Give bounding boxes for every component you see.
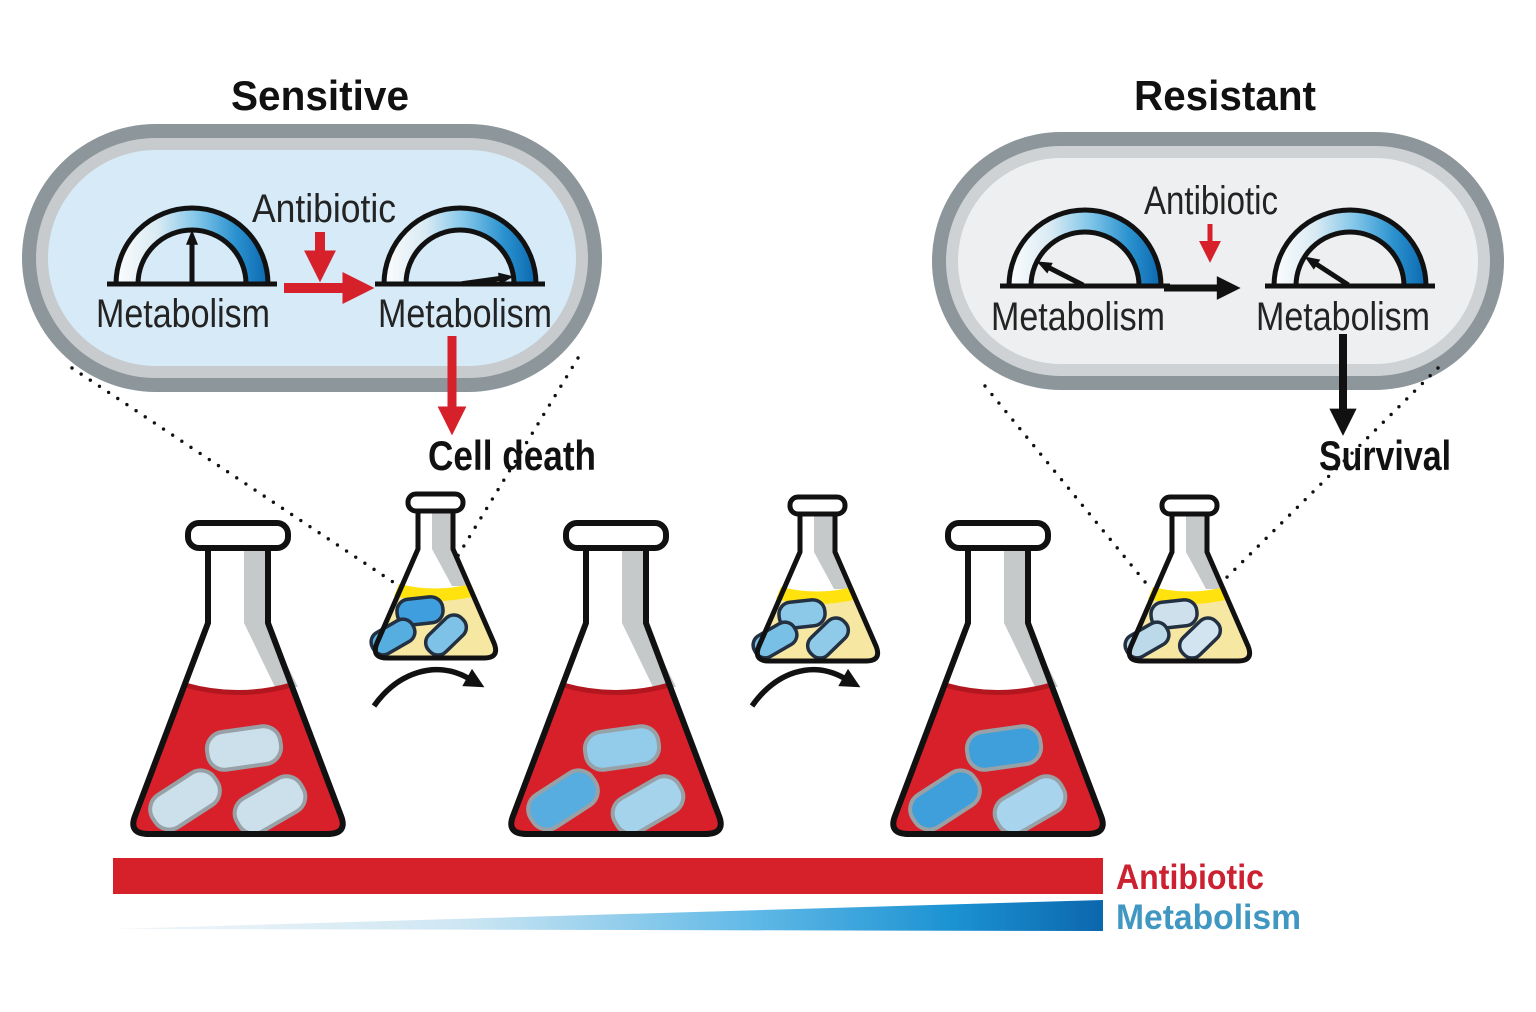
small-flask-2 <box>751 494 881 664</box>
metabolism-gauge-high <box>107 205 277 287</box>
flask-lip <box>787 494 848 517</box>
flask-lip <box>185 520 291 551</box>
bacterium <box>610 774 686 836</box>
bacterium <box>1177 616 1223 660</box>
liquid-surface <box>562 682 670 695</box>
gauge-needle <box>461 272 514 287</box>
bacterium <box>582 724 662 772</box>
gauge-label: Metabolism <box>991 295 1165 339</box>
resistant-title: Resistant <box>1134 72 1316 119</box>
gauge-label: Metabolism <box>378 292 552 336</box>
callout-dotted-lines <box>70 356 1440 594</box>
sensitive-title: Sensitive <box>231 72 409 119</box>
flask-outline <box>1126 510 1253 664</box>
flask-outline <box>372 507 499 661</box>
gauge-dial <box>1006 207 1164 289</box>
flask-lip <box>1159 494 1220 517</box>
small-flask-3 <box>1123 494 1253 664</box>
large-flask-2 <box>508 520 724 837</box>
large-flask-1 <box>130 520 346 837</box>
bacterium <box>148 768 222 832</box>
bacterium <box>423 613 469 657</box>
small-flask-1 <box>369 491 499 661</box>
flask-outline <box>508 543 724 837</box>
gauge-dial <box>113 205 271 287</box>
flask-outline <box>130 543 346 837</box>
bacterium <box>204 724 284 772</box>
dotted-line <box>1210 366 1440 594</box>
transfer-arrow <box>371 667 485 708</box>
bacterium <box>908 768 982 832</box>
flask-outline <box>754 510 881 664</box>
antibiotic-gradient-bar <box>113 858 1103 894</box>
flask-lip <box>945 520 1051 551</box>
legend-antibiotic-label: Antibiotic <box>1116 858 1264 897</box>
sensitive-cell: Sensitive Antibiotic Metabolism Metaboli… <box>22 72 602 479</box>
cell-death-label: Cell death <box>428 432 596 479</box>
gauge-needle <box>1036 261 1085 288</box>
flask-glass-shine <box>1004 549 1058 687</box>
flask-glass-shine <box>622 549 676 687</box>
large-flask-3 <box>890 520 1106 837</box>
metabolism-gauge-low <box>1000 207 1170 289</box>
gauge-label: Metabolism <box>1256 295 1430 339</box>
bacterium <box>1149 598 1199 630</box>
antibiotic-label: Antibiotic <box>252 187 396 231</box>
dotted-line <box>70 366 407 592</box>
flask-glass-shine <box>244 549 298 687</box>
flask-outline <box>890 543 1106 837</box>
flask-lip <box>563 520 669 551</box>
metabolism-gauge-low <box>1265 207 1435 289</box>
transfer-arrow <box>749 667 861 708</box>
bacterium <box>805 616 851 660</box>
legend-metabolism-label: Metabolism <box>1116 898 1301 937</box>
legend: Antibiotic Metabolism <box>113 858 1301 937</box>
flask-lip <box>405 491 466 514</box>
resistant-cell: Resistant Antibiotic Metabolism Metaboli… <box>932 72 1504 479</box>
survival-label: Survival <box>1319 432 1451 479</box>
liquid-surface <box>184 682 292 695</box>
bacterium <box>232 774 308 836</box>
bacterium <box>526 768 600 832</box>
liquid-surface <box>944 682 1052 695</box>
metabolism-gradient-wedge <box>113 900 1103 931</box>
dotted-line <box>440 356 580 584</box>
gauge-label: Metabolism <box>96 292 270 336</box>
antibiotic-label: Antibiotic <box>1144 179 1278 223</box>
bacterium <box>964 724 1044 772</box>
gauge-dial <box>381 205 539 287</box>
gauge-needle <box>1304 256 1350 288</box>
bacterium <box>777 598 827 630</box>
bacterium <box>395 595 445 627</box>
dotted-line <box>983 384 1152 590</box>
bacterium <box>992 774 1068 836</box>
gauge-dial <box>1271 207 1429 289</box>
metabolism-gauge-maxed <box>375 205 545 287</box>
